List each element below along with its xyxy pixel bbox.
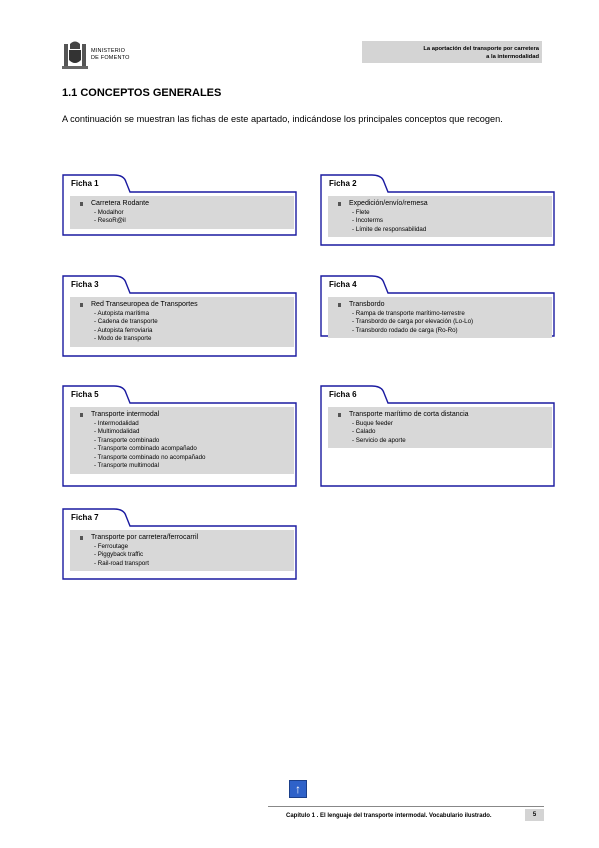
concept-item: ResoR@il (94, 217, 290, 226)
card-body: Transporte marítimo de corta distanciaBu… (328, 407, 552, 449)
card-main-concept: Transporte marítimo de corta distancia (338, 410, 548, 420)
concept-item: Flete (352, 209, 548, 218)
ficha-card: Ficha 3 Red Transeuropea de TransportesAu… (62, 275, 298, 357)
main-concept-text: Transbordo (349, 301, 385, 308)
card-body: Carretera RodanteModalhorResoR@il (70, 196, 294, 229)
bullet-icon (338, 412, 341, 417)
ficha-card: Ficha 4 TransbordoRampa de transporte mar… (320, 275, 556, 339)
main-concept-text: Expedición/envío/remesa (349, 200, 428, 207)
concept-item: Modalhor (94, 209, 290, 218)
ficha-card: Ficha 6 Transporte marítimo de corta dist… (320, 385, 556, 487)
intro-paragraph: A continuación se muestran las fichas de… (62, 114, 503, 124)
footer-divider (268, 806, 544, 807)
concept-item: Límite de responsabilidad (352, 226, 548, 235)
card-label: Ficha 5 (71, 390, 99, 399)
card-label: Ficha 6 (329, 390, 357, 399)
concept-list: Buque feederCaladoServicio de aporte (338, 420, 548, 446)
arrow-up-icon: ↑ (295, 782, 301, 796)
concept-list: IntermodalidadMultimodalidadTransporte c… (80, 420, 290, 472)
card-main-concept: Transporte por carretera/ferrocarril (80, 533, 290, 543)
main-concept-text: Transporte marítimo de corta distancia (349, 411, 469, 418)
concept-item: Transporte combinado acompañado (94, 445, 290, 454)
concept-item: Rampa de transporte marítimo-terrestre (352, 310, 548, 319)
card-label: Ficha 2 (329, 179, 357, 188)
card-body: Expedición/envío/remesaFleteIncotermsLím… (328, 196, 552, 238)
concept-item: Buque feeder (352, 420, 548, 429)
bullet-icon (80, 535, 83, 540)
scroll-up-button[interactable]: ↑ (289, 780, 307, 798)
card-body: Red Transeuropea de TransportesAutopista… (70, 297, 294, 347)
card-label: Ficha 7 (71, 513, 99, 522)
concept-item: Piggyback traffic (94, 551, 290, 560)
bullet-icon (80, 302, 83, 307)
section-title: 1.1 CONCEPTOS GENERALES (62, 87, 222, 99)
concept-item: Transporte multimodal (94, 462, 290, 471)
concept-list: ModalhorResoR@il (80, 209, 290, 226)
ficha-card: Ficha 5 Transporte intermodalIntermodalid… (62, 385, 298, 487)
concept-item: Calado (352, 428, 548, 437)
card-main-concept: Transbordo (338, 300, 548, 310)
concept-item: Autopista ferroviaria (94, 327, 290, 336)
ficha-card: Ficha 1 Carretera RodanteModalhorResoR@il (62, 174, 298, 236)
card-label: Ficha 3 (71, 280, 99, 289)
concept-item: Multimodalidad (94, 428, 290, 437)
document-title-line-2: a la intermodalidad (486, 54, 539, 60)
logo-line-2: DE FOMENTO (91, 55, 130, 61)
footer-chapter-text: Capítulo 1 . El lenguaje del transporte … (286, 813, 492, 819)
card-main-concept: Transporte intermodal (80, 410, 290, 420)
main-concept-text: Transporte por carretera/ferrocarril (91, 534, 199, 541)
concept-item: Cadena de transporte (94, 318, 290, 327)
concept-item: Modo de transporte (94, 335, 290, 344)
bullet-icon (338, 302, 341, 307)
card-body: Transporte por carretera/ferrocarrilFerr… (70, 530, 294, 572)
card-body: Transporte intermodalIntermodalidadMulti… (70, 407, 294, 475)
card-main-concept: Expedición/envío/remesa (338, 199, 548, 209)
ficha-card: Ficha 7 Transporte por carretera/ferrocar… (62, 508, 298, 580)
document-title-line-1: La aportación del transporte por carrete… (423, 46, 539, 52)
logo-text: MINISTERIO DE FOMENTO (91, 48, 130, 62)
concept-item: Autopista marítima (94, 310, 290, 319)
card-main-concept: Carretera Rodante (80, 199, 290, 209)
card-label: Ficha 4 (329, 280, 357, 289)
main-concept-text: Red Transeuropea de Transportes (91, 301, 198, 308)
concept-item: Ferroutage (94, 543, 290, 552)
concept-item: Servicio de aporte (352, 437, 548, 446)
card-main-concept: Red Transeuropea de Transportes (80, 300, 290, 310)
concept-item: Transbordo de carga por elevación (Lo-Lo… (352, 318, 548, 327)
concept-item: Transbordo rodado de carga (Ro-Ro) (352, 327, 548, 336)
bullet-icon (338, 201, 341, 206)
card-label: Ficha 1 (71, 179, 99, 188)
concept-item: Transporte combinado (94, 437, 290, 446)
main-concept-text: Carretera Rodante (91, 200, 149, 207)
logo-line-1: MINISTERIO (91, 48, 126, 54)
concept-list: Autopista marítimaCadena de transporteAu… (80, 310, 290, 344)
concept-list: FerroutagePiggyback trafficRail-road tra… (80, 543, 290, 569)
main-concept-text: Transporte intermodal (91, 411, 160, 418)
concept-item: Incoterms (352, 217, 548, 226)
concept-item: Transporte combinado no acompañado (94, 454, 290, 463)
document-title-box: La aportación del transporte por carrete… (362, 41, 542, 63)
concept-list: Rampa de transporte marítimo-terrestreTr… (338, 310, 548, 336)
bullet-icon (80, 201, 83, 206)
bullet-icon (80, 412, 83, 417)
card-body: TransbordoRampa de transporte marítimo-t… (328, 297, 552, 339)
concept-item: Rail-road transport (94, 560, 290, 569)
ficha-card: Ficha 2 Expedición/envío/remesaFleteIncot… (320, 174, 556, 246)
ministry-coat-of-arms-logo (62, 41, 88, 69)
concept-item: Intermodalidad (94, 420, 290, 429)
concept-list: FleteIncotermsLímite de responsabilidad (338, 209, 548, 235)
page-number: 5 (525, 809, 544, 821)
